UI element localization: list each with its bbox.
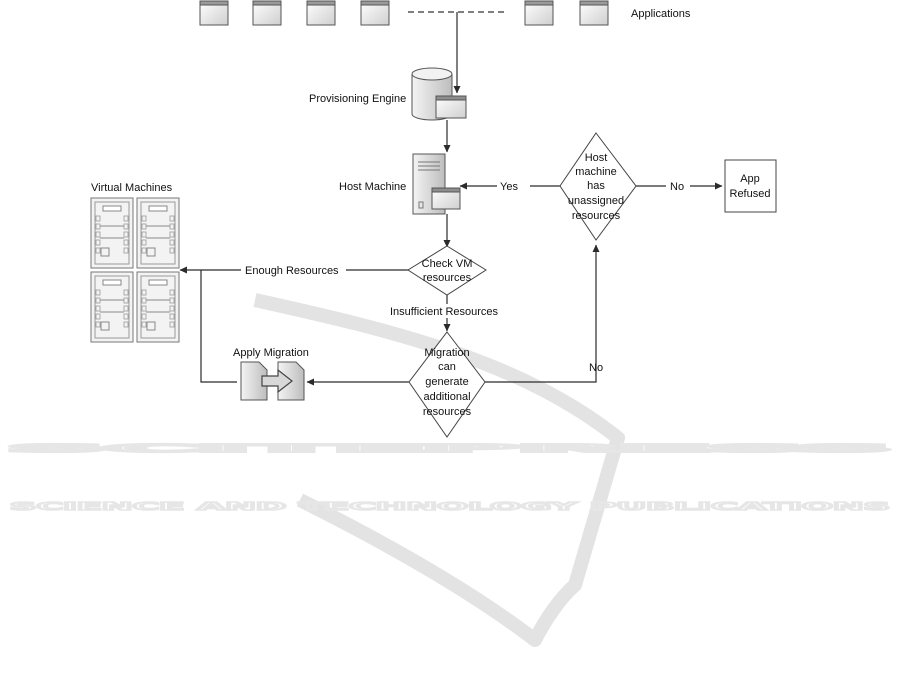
virtual-machines-label: Virtual Machines — [91, 182, 173, 194]
virtual-machine-icon — [137, 272, 179, 342]
decision-host-unassigned-line: resources — [572, 210, 621, 222]
decision-host-unassigned-line: machine — [575, 166, 617, 178]
decision-check-vm-line: Check VM — [422, 258, 473, 270]
application-window-icon — [580, 1, 608, 25]
provisioning-engine-label: Provisioning Engine — [309, 93, 406, 105]
enough-resources-label: Enough Resources — [245, 265, 339, 277]
application-window-icon — [200, 1, 228, 25]
virtual-machines-group — [91, 198, 179, 342]
decision-check-vm-line: resources — [423, 272, 472, 284]
application-window-icon — [361, 1, 389, 25]
insufficient-resources-label: Insufficient Resources — [390, 306, 499, 318]
decision-check-vm: Check VM resources — [408, 246, 486, 295]
no-label-right: No — [670, 181, 684, 193]
app-refused-line: App — [740, 173, 760, 185]
decision-migration-line: additional — [423, 391, 470, 403]
decision-host-unassigned: Host machine has unassigned resources — [560, 133, 636, 240]
decision-host-unassigned-line: has — [587, 180, 605, 192]
virtual-machine-icon — [91, 272, 133, 342]
watermark-title: SCITEPRESS — [10, 442, 891, 455]
application-window-icon — [525, 1, 553, 25]
app-refused-box: App Refused — [725, 160, 776, 212]
decision-migration-line: generate — [425, 376, 468, 388]
virtual-machine-icon — [137, 198, 179, 268]
apply-migration-label: Apply Migration — [233, 347, 309, 359]
decision-migration-line: Migration — [424, 347, 469, 359]
application-window-icon — [307, 1, 335, 25]
app-refused-line: Refused — [730, 188, 771, 200]
apply-migration-icon — [241, 362, 304, 400]
applications-row: Applications — [200, 1, 691, 25]
applications-label: Applications — [631, 8, 691, 20]
decision-host-unassigned-line: unassigned — [568, 195, 624, 207]
host-machine-label: Host Machine — [339, 181, 406, 193]
host-machine-server-icon — [413, 154, 460, 214]
virtual-machine-icon — [91, 198, 133, 268]
decision-migration-line: resources — [423, 406, 472, 418]
yes-label: Yes — [500, 181, 518, 193]
watermark-subtitle: SCIENCE AND TECHNOLOGY PUBLICATIONS — [10, 500, 890, 513]
provisioning-engine-database-icon — [412, 68, 466, 120]
no-label-bottom: No — [589, 362, 603, 374]
application-window-icon — [253, 1, 281, 25]
decision-host-unassigned-line: Host — [585, 152, 608, 164]
decision-migration-line: can — [438, 361, 456, 373]
